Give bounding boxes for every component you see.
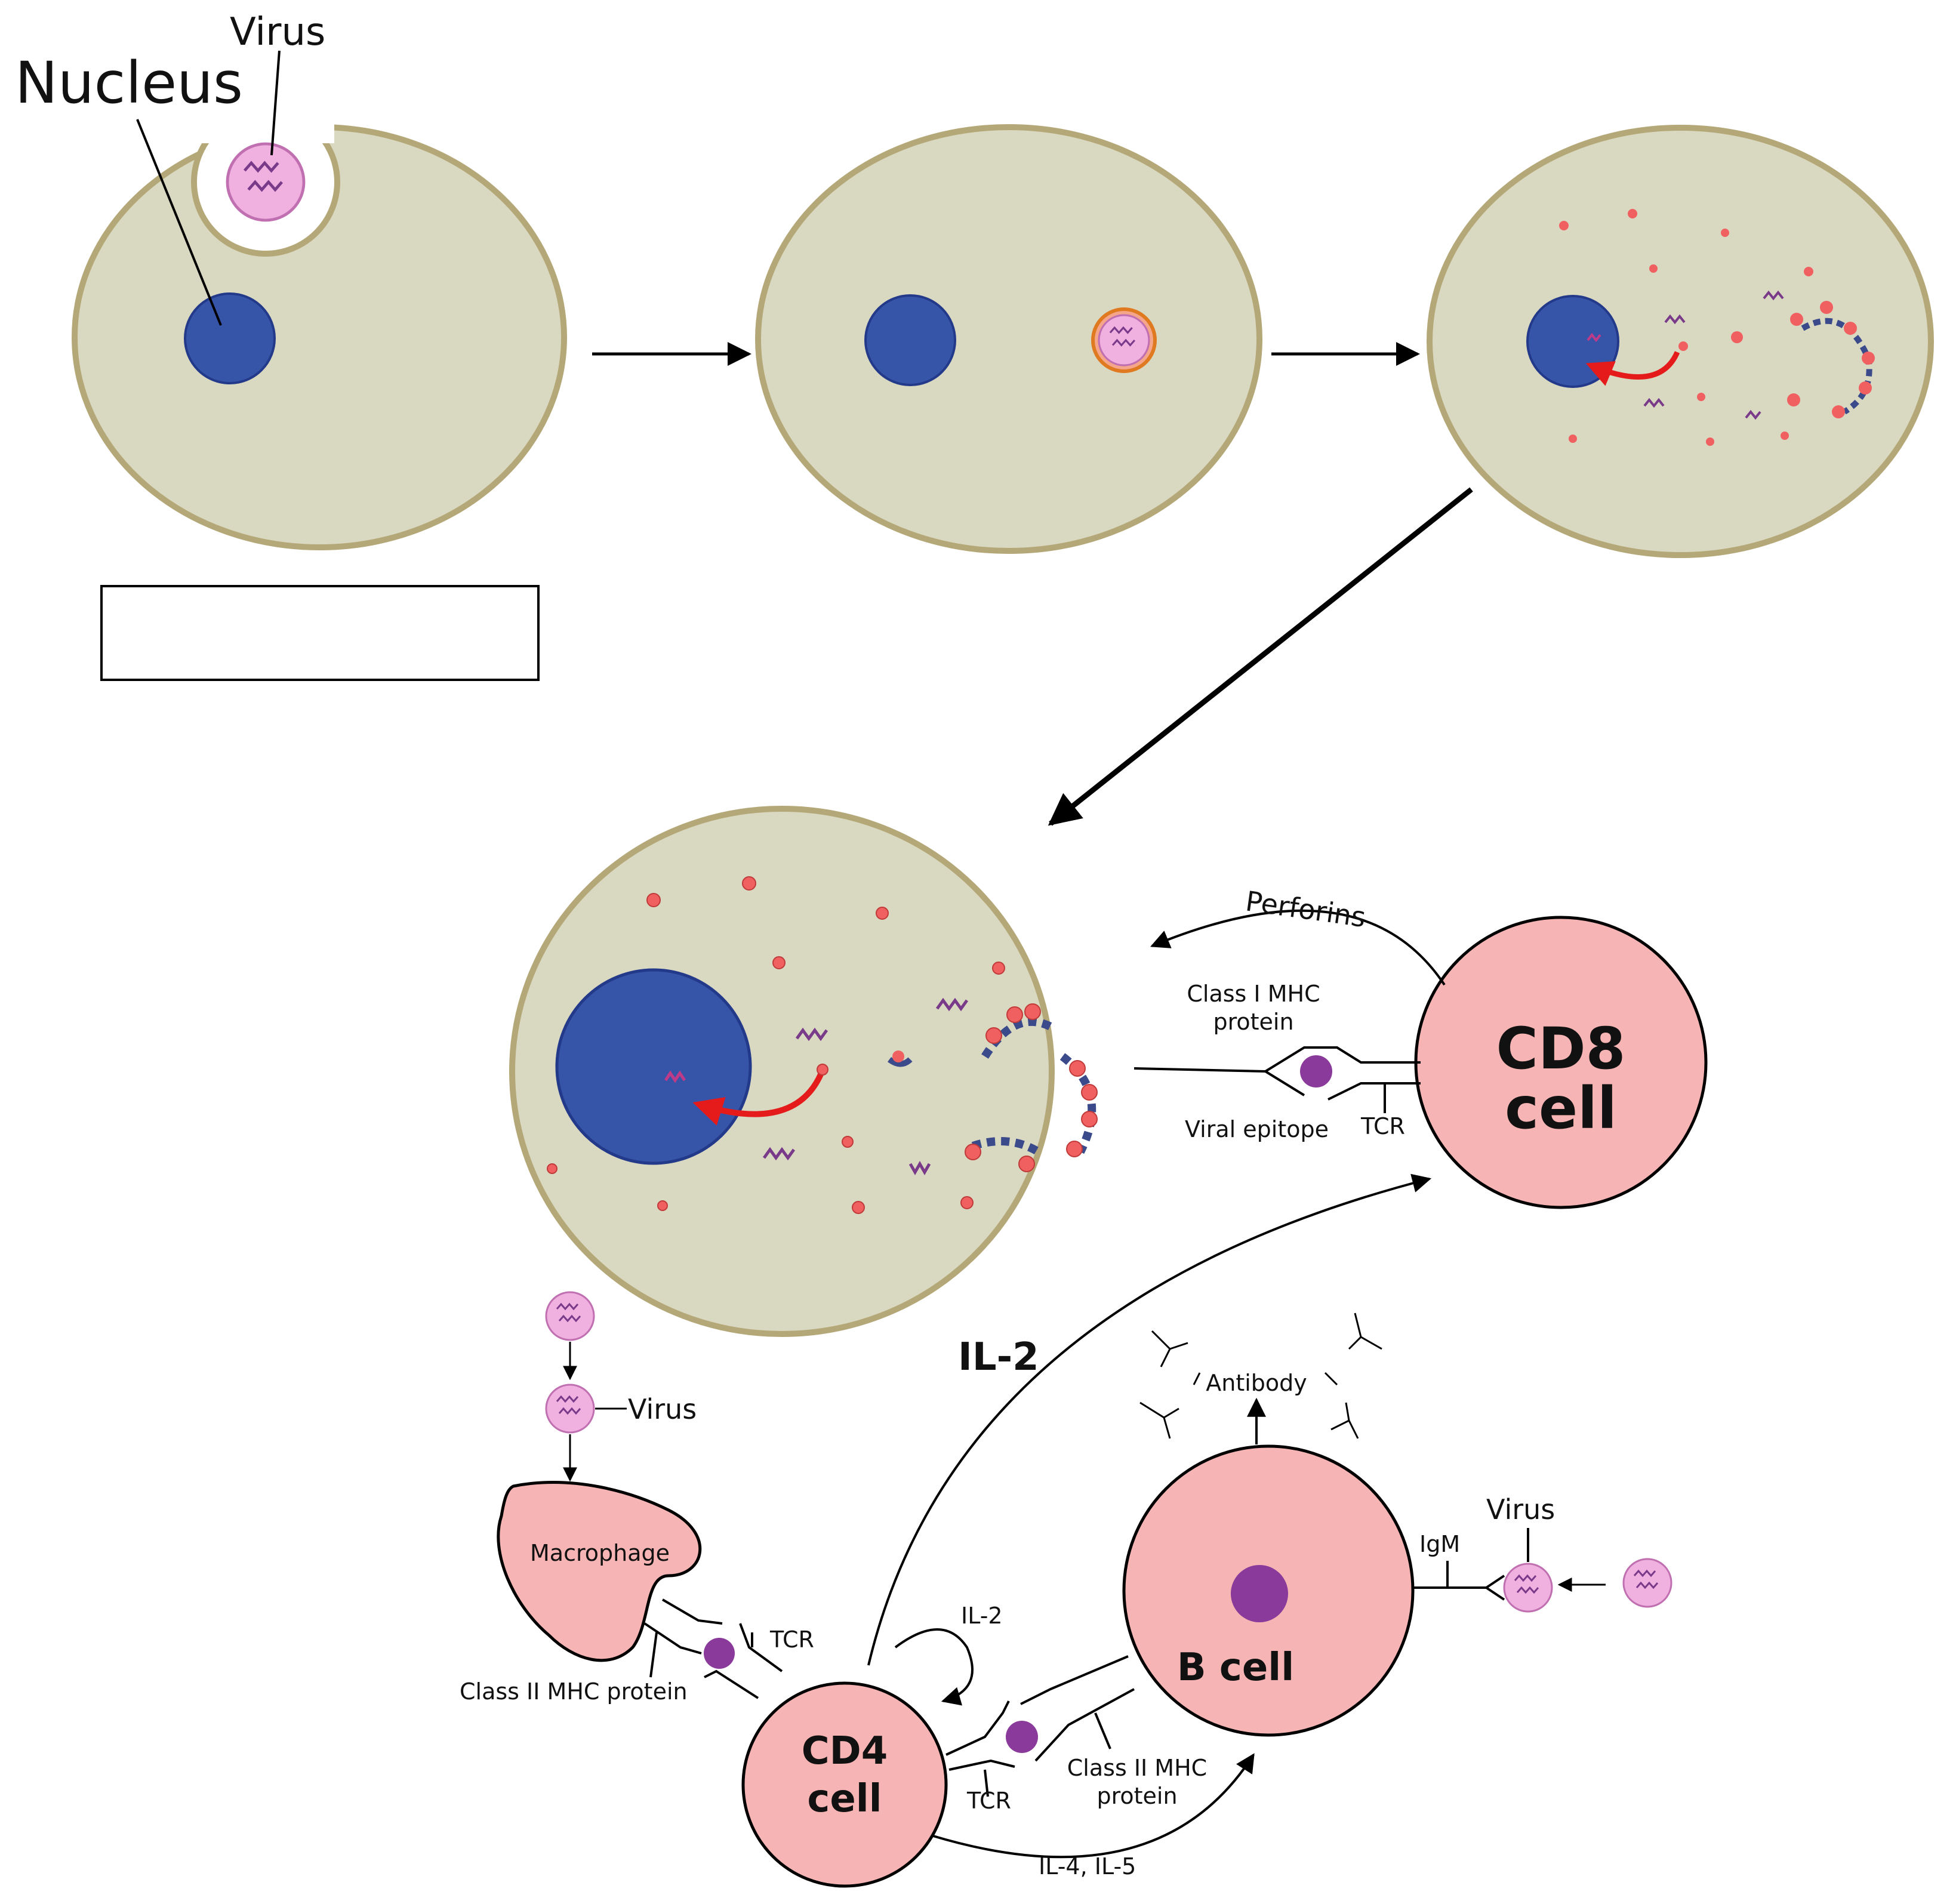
il2-arrow-to-cd8 [867, 1173, 1432, 1666]
assembling-capsid-stage-4 [888, 1003, 1098, 1172]
nucleus-pointer [136, 119, 222, 326]
infected-cell-nucleus [555, 968, 752, 1165]
cd8-label-line2: cell [1505, 1075, 1617, 1142]
virus-right-label: Virus [1486, 1493, 1555, 1526]
macrophage-cell [497, 1481, 702, 1662]
antibodies [1139, 1313, 1382, 1439]
cd8-label-line1: CD8 [1496, 1015, 1626, 1082]
tcr-cd8-label: TCR [1360, 1113, 1405, 1139]
viral-epitope-label: Viral epitope [1185, 1116, 1329, 1142]
uncoating-virus [1091, 307, 1157, 373]
blank-label-box [100, 585, 540, 681]
virus-right-bound [1503, 1563, 1553, 1613]
nucleus-label: Nucleus [15, 50, 243, 116]
cell-stage-2-body [755, 124, 1262, 554]
replication-red-arrow [1585, 351, 1680, 386]
cell-stage-3-body [1427, 125, 1934, 558]
cell-stage-2-nucleus [864, 294, 956, 386]
il45-arrow [931, 1753, 1255, 1859]
arrow-stage-3-to-4 [1048, 487, 1473, 826]
viral-rna-stage-3 [1587, 290, 1784, 420]
cell-stage-2 [755, 124, 1262, 554]
cd4-bcell-complex [945, 1655, 1135, 1797]
cell-stage-1: Nucleus Virus [15, 10, 567, 550]
virus-left-label: Virus [628, 1393, 697, 1425]
infected-cell-body [509, 806, 1055, 1337]
cell-stage-1-nucleus [184, 292, 276, 384]
macrophage-cd4-complex [643, 1598, 783, 1699]
b-cell-nucleus [1231, 1565, 1288, 1622]
cell-stage-3 [1427, 125, 1934, 558]
class2-mhc-right-label-line2: protein [1096, 1783, 1177, 1809]
infected-replication-red-arrow [692, 1073, 824, 1126]
il2-small-label: IL-2 [961, 1603, 1003, 1629]
class2-epitope-macrophage [704, 1638, 735, 1669]
virus-left-middle [545, 1384, 595, 1434]
igm-label: IgM [1419, 1531, 1460, 1557]
tcr-macrophage-label: TCR [769, 1626, 814, 1653]
antibody-label: Antibody [1206, 1370, 1307, 1396]
cd4-label-line1: CD4 [802, 1729, 888, 1773]
il45-label: IL-4, IL-5 [1039, 1853, 1136, 1880]
class2-mhc-left-label: Class II MHC protein [460, 1678, 688, 1705]
il2-big-label: IL-2 [958, 1335, 1039, 1379]
viral-particles-stage-4 [547, 876, 1005, 1214]
virus-right-free [1622, 1558, 1672, 1608]
infected-cell [509, 806, 1098, 1337]
perforins-arrow [1150, 909, 1446, 986]
class1-mhc-tcr-complex [1133, 1046, 1421, 1113]
macrophage-label: Macrophage [530, 1540, 670, 1566]
cd4-label-line2: cell [807, 1777, 882, 1821]
virus-top-label: Virus [230, 10, 325, 54]
class1-mhc-label-line2: protein [1213, 1009, 1293, 1035]
viral-particles-stage-3 [1559, 209, 1813, 446]
class1-viral-epitope [1300, 1055, 1332, 1087]
virus-particle-entering [227, 144, 304, 220]
class1-mhc-label-line1: Class I MHC [1187, 981, 1320, 1007]
cd4-cell [741, 1681, 948, 1888]
tcr-cd4-label: TCR [966, 1788, 1011, 1814]
igm-receptor [1412, 1561, 1505, 1601]
class2-epitope-bcell [1006, 1721, 1038, 1753]
perforins-label: Perforins [1243, 885, 1367, 933]
virus-pointer [270, 50, 281, 156]
virus-left-top [545, 1291, 595, 1341]
il2-autocrine-arrow [894, 1628, 974, 1706]
class2-mhc-right-label-line1: Class II MHC [1067, 1755, 1207, 1781]
b-cell-label: B cell [1177, 1646, 1294, 1690]
viral-rna-stage-4 [664, 997, 969, 1176]
